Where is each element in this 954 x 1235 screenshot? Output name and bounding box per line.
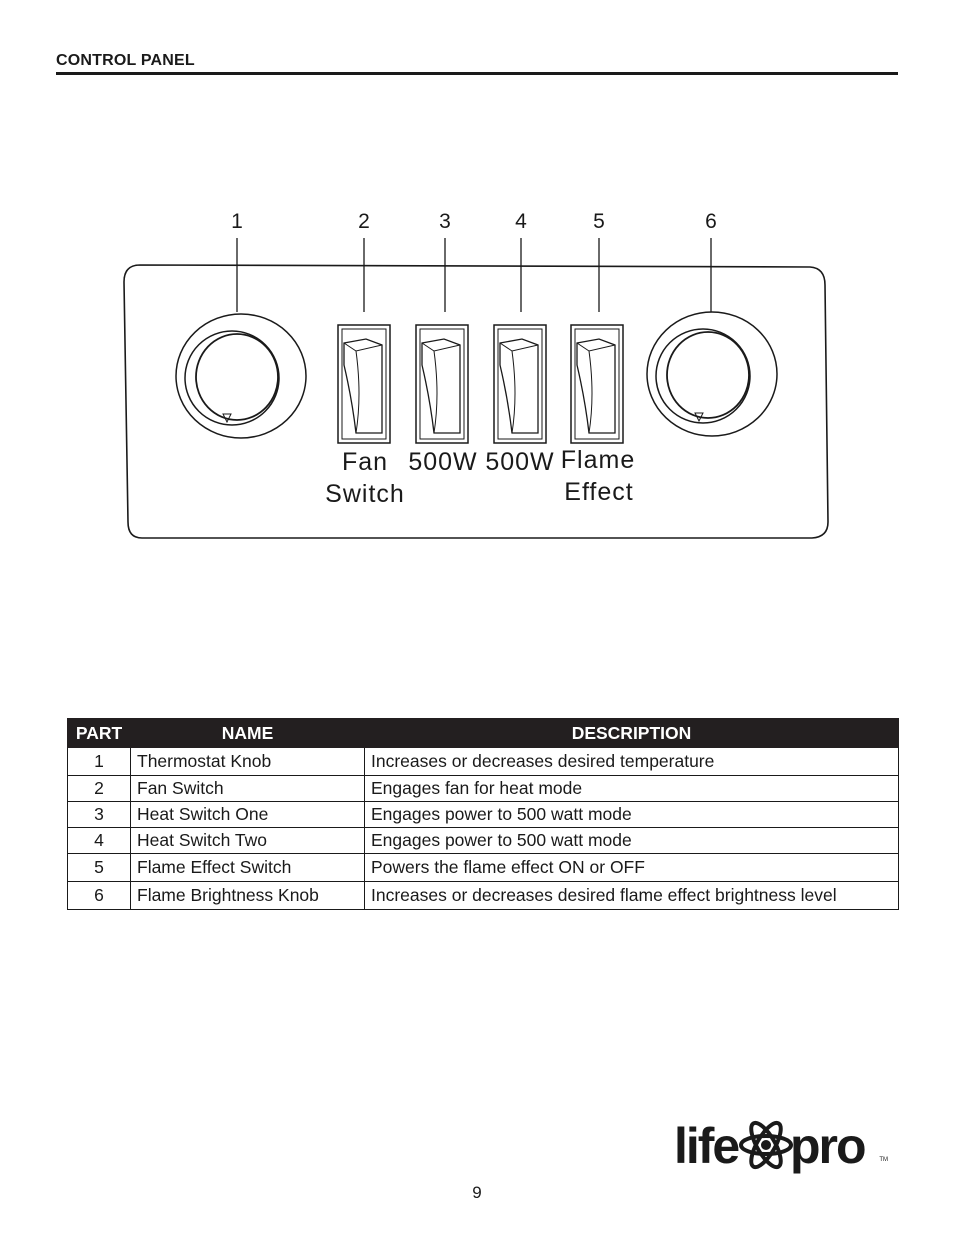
- table-row: 1 Thermostat Knob Increases or decreases…: [67, 747, 899, 776]
- fan-switch-label-line2: Switch: [325, 480, 405, 508]
- flame-brightness-knob: [646, 311, 778, 437]
- cell-description: Engages fan for heat mode: [364, 775, 899, 802]
- cell-part: 6: [67, 881, 131, 910]
- section-rule: [56, 72, 898, 75]
- knob-indicator-icon: [694, 412, 704, 423]
- flame-effect-label-line1: Flame: [561, 446, 635, 474]
- cell-name: Heat Switch Two: [130, 827, 365, 854]
- cell-description: Engages power to 500 watt mode: [364, 801, 899, 828]
- page-number: 9: [472, 1183, 482, 1202]
- section-title: CONTROL PANEL: [56, 52, 195, 69]
- callout-3: 3: [439, 210, 451, 233]
- cell-part: 4: [67, 827, 131, 854]
- callout-1: 1: [231, 210, 243, 233]
- thermostat-knob: [175, 313, 307, 439]
- cell-part: 1: [67, 747, 131, 776]
- heat-switch-one: [415, 324, 469, 444]
- logo-text-right: pro: [790, 1118, 867, 1174]
- heat-switch-two: [493, 324, 547, 444]
- control-panel-diagram: 1 2 3 4 5 6: [123, 210, 829, 539]
- callout-5: 5: [593, 210, 605, 233]
- table-header-row: PART NAME DESCRIPTION: [67, 718, 899, 748]
- cell-description: Engages power to 500 watt mode: [364, 827, 899, 854]
- logo-text-left: life: [674, 1118, 740, 1174]
- fan-switch: [337, 324, 391, 444]
- heat-switch-two-label: 500W: [485, 448, 554, 476]
- cell-part: 2: [67, 775, 131, 802]
- fan-switch-label-line1: Fan: [342, 448, 388, 476]
- cell-name: Flame Effect Switch: [130, 853, 365, 882]
- callout-2: 2: [358, 210, 370, 233]
- callout-6: 6: [705, 210, 717, 233]
- table-row: 5 Flame Effect Switch Powers the flame e…: [67, 853, 899, 882]
- table-row: 3 Heat Switch One Engages power to 500 w…: [67, 801, 899, 828]
- table-row: 6 Flame Brightness Knob Increases or dec…: [67, 881, 899, 910]
- table-row: 2 Fan Switch Engages fan for heat mode: [67, 775, 899, 802]
- cell-name: Heat Switch One: [130, 801, 365, 828]
- callout-4: 4: [515, 210, 527, 233]
- flame-effect-label-line2: Effect: [564, 478, 633, 506]
- cell-description: Increases or decreases desired flame eff…: [364, 881, 899, 910]
- trademark-mark: TM: [879, 1157, 888, 1163]
- header-name: NAME: [130, 718, 365, 748]
- heat-switch-one-label: 500W: [408, 448, 477, 476]
- cell-name: Flame Brightness Knob: [130, 881, 365, 910]
- header-part: PART: [67, 718, 131, 748]
- flame-effect-switch: [570, 324, 624, 444]
- cell-name: Thermostat Knob: [130, 747, 365, 776]
- header-description: DESCRIPTION: [364, 718, 899, 748]
- panel-outline: [123, 264, 829, 539]
- parts-table: PART NAME DESCRIPTION 1 Thermostat Knob …: [67, 718, 899, 910]
- lifepro-logo: life pro TM: [674, 1112, 888, 1182]
- cell-part: 5: [67, 853, 131, 882]
- cell-name: Fan Switch: [130, 775, 365, 802]
- cell-description: Powers the flame effect ON or OFF: [364, 853, 899, 882]
- cell-part: 3: [67, 801, 131, 828]
- leader-lines: [236, 238, 712, 312]
- cell-description: Increases or decreases desired temperatu…: [364, 747, 899, 776]
- table-row: 4 Heat Switch Two Engages power to 500 w…: [67, 827, 899, 854]
- atom-icon: [739, 1120, 793, 1170]
- knob-indicator-icon: [222, 413, 232, 424]
